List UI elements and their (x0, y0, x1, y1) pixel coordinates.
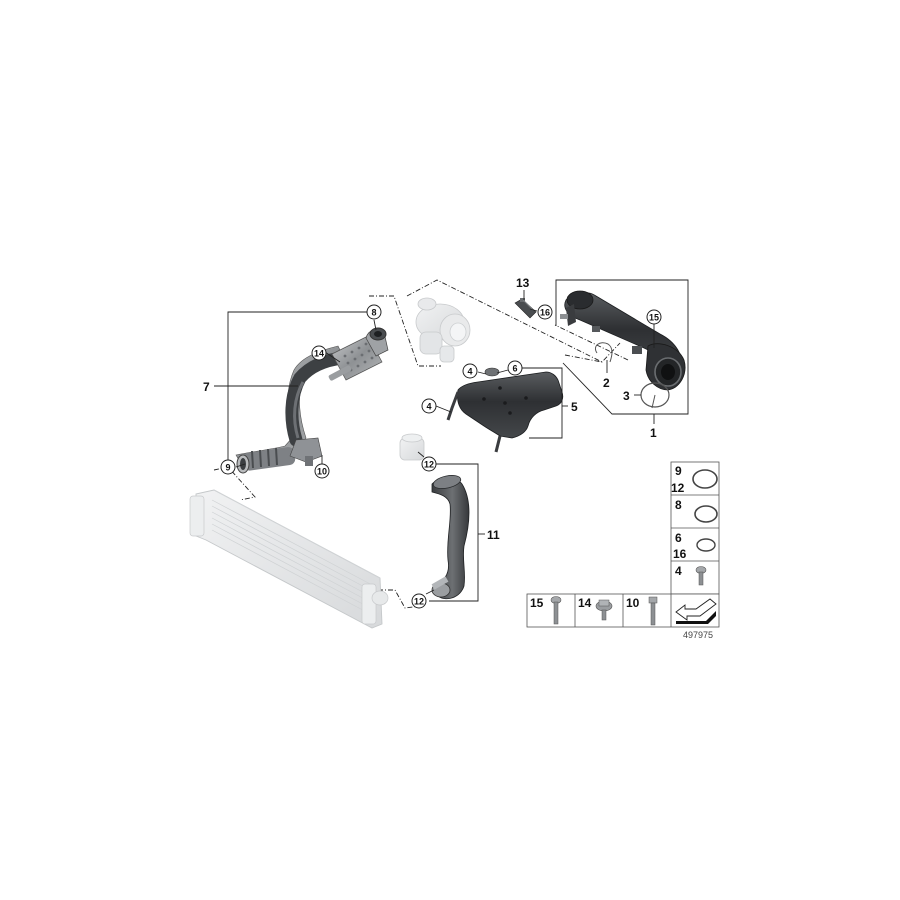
o-ring-small-icon (696, 538, 716, 552)
throttle-adapter-reference (399, 433, 425, 461)
kit-cell-torx-screw[interactable]: 4 (675, 564, 707, 586)
callout-16[interactable]: 16 (537, 304, 553, 320)
svg-text:8: 8 (371, 308, 376, 318)
svg-text:10: 10 (317, 467, 327, 477)
leader-lines (214, 279, 689, 602)
callout-4-lower[interactable]: 4 (421, 398, 437, 414)
part-pressure-sensor-13[interactable] (514, 298, 537, 319)
svg-text:12: 12 (414, 597, 424, 607)
o-ring-large-icon (692, 469, 718, 489)
callout-5[interactable]: 5 (571, 400, 578, 414)
callout-14[interactable]: 14 (311, 345, 327, 361)
part-charge-air-pipe-7[interactable] (235, 327, 389, 474)
svg-text:9: 9 (675, 464, 682, 478)
svg-text:4: 4 (467, 367, 472, 377)
svg-text:14: 14 (314, 349, 324, 359)
corrugated-section (236, 447, 296, 474)
intercooler-reference (189, 489, 389, 629)
kit-cell-hex-bolt[interactable]: 10 (626, 596, 658, 626)
diagram-id-label: 497975 (683, 630, 713, 640)
assembly-dashed-lines (213, 279, 629, 609)
view-direction-arrow-icon (675, 598, 717, 621)
resonator (328, 327, 389, 381)
flange-bolt-icon (595, 599, 613, 621)
o-ring-medium-icon (694, 505, 718, 523)
svg-text:10: 10 (626, 596, 640, 610)
turbocharger-reference (415, 297, 471, 363)
callout-10[interactable]: 10 (314, 463, 330, 479)
svg-text:14: 14 (578, 596, 592, 610)
svg-text:12: 12 (671, 481, 685, 495)
callouts-circled: 4 4 6 8 9 10 12 12 (220, 304, 662, 609)
svg-text:16: 16 (540, 308, 550, 318)
kit-cell-oring-small[interactable]: 6 16 (673, 531, 716, 561)
svg-text:12: 12 (424, 460, 434, 470)
callout-15[interactable]: 15 (646, 309, 662, 325)
torx-screw-icon (695, 566, 707, 586)
long-bolt-icon (550, 596, 562, 625)
svg-text:16: 16 (673, 547, 687, 561)
svg-text:8: 8 (675, 498, 682, 512)
callout-12-lower[interactable]: 12 (411, 593, 427, 609)
svg-text:9: 9 (225, 463, 230, 473)
kit-cell-view-arrow[interactable] (675, 598, 717, 624)
callout-7[interactable]: 7 (203, 380, 210, 394)
part-bracket-5[interactable] (446, 367, 564, 453)
kit-cell-oring-medium[interactable]: 8 (675, 498, 718, 523)
small-parts-panel: 9 12 8 6 16 4 15 (526, 461, 720, 640)
part-wire-clip-2[interactable] (594, 342, 613, 363)
callout-12-upper[interactable]: 12 (421, 456, 437, 472)
svg-text:6: 6 (675, 531, 682, 545)
part-charge-air-pipe-1[interactable] (560, 290, 686, 391)
kit-cell-long-bolt[interactable]: 15 (530, 596, 562, 625)
callout-9[interactable]: 9 (220, 459, 236, 475)
callout-1[interactable]: 1 (650, 426, 657, 440)
part-hose-clamp-3[interactable] (640, 382, 670, 409)
kit-cell-oring-large[interactable]: 9 12 (671, 464, 718, 495)
callout-11[interactable]: 11 (487, 528, 500, 542)
callout-8[interactable]: 8 (366, 304, 382, 320)
callout-4-upper[interactable]: 4 (462, 363, 478, 379)
hex-bolt-icon (648, 596, 658, 626)
svg-text:4: 4 (426, 402, 431, 412)
callout-6[interactable]: 6 (507, 360, 523, 376)
kit-cell-flange-bolt[interactable]: 14 (578, 596, 613, 621)
callouts-plain: 1 2 3 5 7 11 13 (203, 276, 657, 542)
part-charge-air-hose-11[interactable] (431, 473, 470, 600)
callout-3[interactable]: 3 (623, 389, 630, 403)
callout-2[interactable]: 2 (603, 376, 610, 390)
svg-text:4: 4 (675, 564, 682, 578)
svg-text:6: 6 (512, 364, 517, 374)
callout-13[interactable]: 13 (516, 276, 530, 290)
svg-text:15: 15 (530, 596, 544, 610)
svg-text:15: 15 (649, 313, 659, 323)
